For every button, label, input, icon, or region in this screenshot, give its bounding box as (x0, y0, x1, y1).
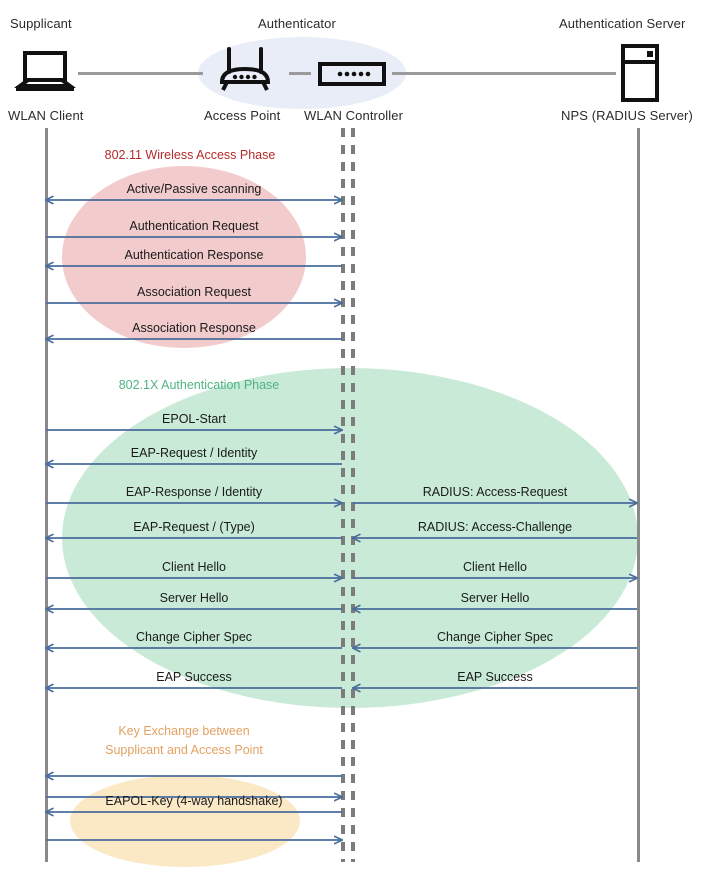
trunk-wlc-to-nps (392, 72, 616, 75)
lifeline-access-point (341, 128, 345, 862)
phase-label-wireless-text: 802.11 Wireless Access Phase (104, 148, 276, 162)
lifeline-wlan-controller (351, 128, 355, 862)
message-label: Association Response (132, 321, 256, 335)
phase-label-dot1x-text: 802.1X Authentication Phase (118, 378, 280, 392)
server-rack-icon (620, 44, 660, 107)
message-label: RADIUS: Access-Request (422, 485, 568, 499)
message-label: Client Hello (463, 560, 527, 574)
message-label: Client Hello (162, 560, 226, 574)
wlan-controller-icon (318, 62, 386, 91)
message-label: EAP-Request / Identity (130, 446, 258, 460)
message-label: Active/Passive scanning (126, 182, 262, 196)
message-label: RADIUS: Access-Challenge (417, 520, 573, 534)
phase-blob-key-exchange (70, 775, 300, 867)
message-label: EAP-Request / (Type) (133, 520, 255, 534)
message-label: Change Cipher Spec (135, 630, 253, 644)
lifeline-wlan-client (45, 128, 48, 862)
message-label: Server Hello (159, 591, 229, 605)
phase-label-dot1x: 802.1X Authentication Phase (0, 376, 398, 395)
trunk-ap-to-wlc (289, 72, 311, 75)
actor-name-access-point: Access Point (204, 108, 281, 123)
actor-name-wlan-client: WLAN Client (8, 108, 84, 123)
actor-role-supplicant: Supplicant (10, 16, 72, 31)
actor-name-wlan-controller: WLAN Controller (304, 108, 404, 123)
actor-role-authentication-server: Authentication Server (559, 16, 686, 31)
actor-name-nps-radius-server: NPS (RADIUS Server) (561, 108, 693, 123)
message-label: Association Request (137, 285, 251, 299)
trunk-client-to-ap (78, 72, 203, 75)
laptop-icon (14, 50, 76, 99)
lifeline-nps-server (637, 128, 640, 862)
phase-label-wireless: 802.11 Wireless Access Phase (0, 146, 380, 165)
phase-label-key-exchange: Key Exchange between Supplicant and Acce… (0, 722, 368, 760)
phase-label-key-line1: Key Exchange between (118, 724, 250, 738)
message-label: Authentication Response (124, 248, 264, 262)
phase-label-key-line2: Supplicant and Access Point (105, 743, 263, 757)
message-label: Authentication Request (129, 219, 259, 233)
wireless-router-icon (216, 46, 274, 99)
message-label: EAP Success (156, 670, 232, 684)
message-label: EAPOL-Key (4-way handshake) (105, 794, 283, 808)
message-label: EPOL-Start (162, 412, 226, 426)
actor-role-authenticator: Authenticator (258, 16, 336, 31)
message-label: Server Hello (460, 591, 530, 605)
message-label: EAP-Response / Identity (125, 485, 263, 499)
message-label: EAP Success (457, 670, 533, 684)
message-label: Change Cipher Spec (436, 630, 554, 644)
